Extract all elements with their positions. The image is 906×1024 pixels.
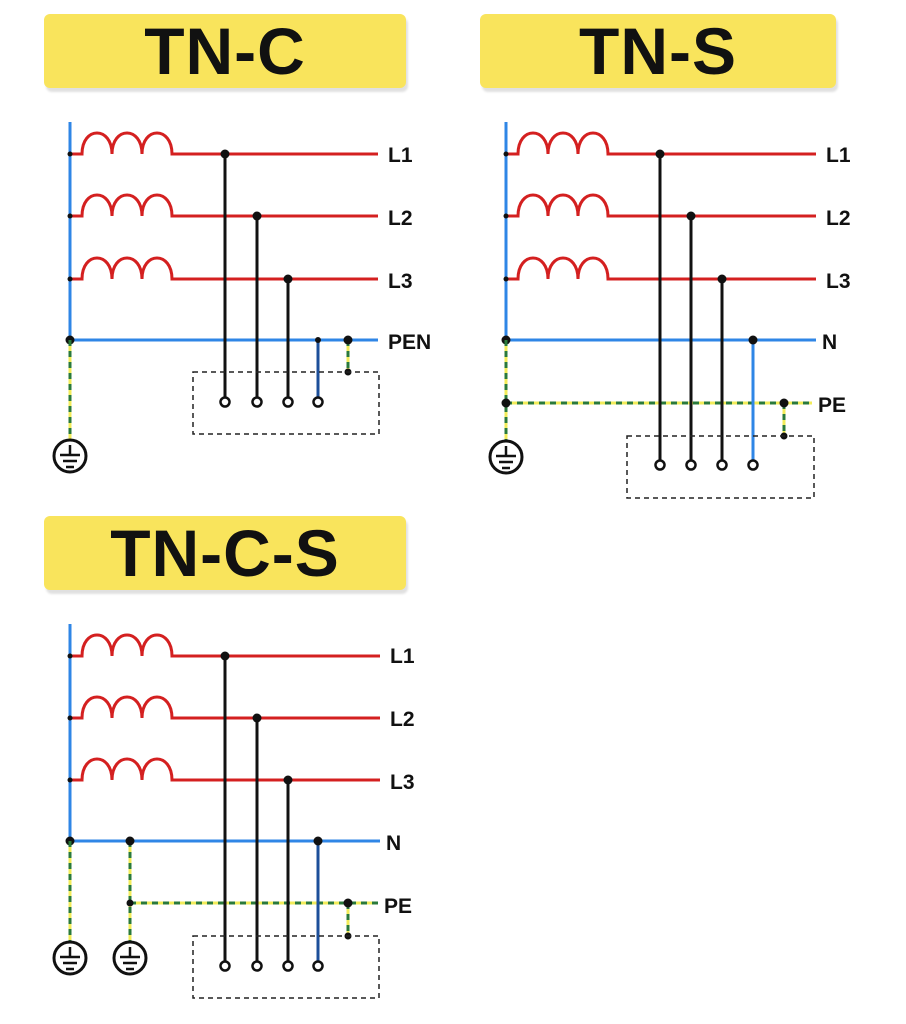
- label-tns-pe: PE: [818, 394, 846, 417]
- title-tn-c: TN-C: [44, 14, 406, 88]
- transformer-coil-icon: [74, 633, 202, 658]
- tns-consumer-box: [626, 435, 815, 499]
- title-tn-c-s: TN-C-S: [44, 516, 406, 590]
- tncs-bus-dot: [67, 715, 73, 721]
- ground-symbol-icon: [112, 940, 148, 976]
- title-tn-s: TN-S: [480, 14, 836, 88]
- label-tncs-pe: PE: [384, 895, 412, 918]
- terminal-icon: [654, 459, 666, 471]
- transformer-coil-icon: [74, 695, 202, 720]
- terminal-icon: [685, 459, 697, 471]
- label-tncs-l2: L2: [390, 708, 415, 731]
- tncs-junction-dot: [220, 651, 230, 661]
- ground-symbol-icon: [52, 438, 88, 474]
- label-tnc-l3: L3: [388, 270, 413, 293]
- tnc-bus-dot: [67, 151, 73, 157]
- tncs-bus-dot: [67, 653, 73, 659]
- tnc-bus-dot: [67, 213, 73, 219]
- tns-junction-dot: [748, 335, 758, 345]
- tnc-junction-dot: [252, 211, 262, 221]
- transformer-coil-icon: [510, 256, 638, 281]
- tnc-consumer-box: [192, 371, 380, 435]
- tnc-junction-dot: [343, 335, 353, 345]
- label-tns-n: N: [822, 331, 837, 354]
- terminal-icon: [716, 459, 728, 471]
- tncs-junction-dot: [343, 898, 353, 908]
- tnc-junction-dot: [315, 337, 321, 343]
- transformer-coil-icon: [74, 757, 202, 782]
- terminal-icon: [219, 396, 231, 408]
- tns-junction-dot: [501, 398, 511, 408]
- label-tns-l3: L3: [826, 270, 851, 293]
- label-tns-l1: L1: [826, 144, 851, 167]
- tns-bus-dot: [503, 151, 509, 157]
- tncs-consumer-box: [192, 935, 380, 999]
- terminal-icon: [312, 396, 324, 408]
- terminal-icon: [251, 960, 263, 972]
- transformer-coil-icon: [74, 256, 202, 281]
- label-tnc-l2: L2: [388, 207, 413, 230]
- tns-bus-dot: [503, 213, 509, 219]
- transformer-coil-icon: [74, 193, 202, 218]
- label-tns-l2: L2: [826, 207, 851, 230]
- tncs-junction-dot: [313, 836, 323, 846]
- label-tnc-l1: L1: [388, 144, 413, 167]
- label-tncs-n: N: [386, 832, 401, 855]
- tnc-junction-dot: [283, 274, 293, 284]
- tns-junction-dot: [655, 149, 665, 159]
- tns-bus-dot: [503, 276, 509, 282]
- label-tncs-l1: L1: [390, 645, 415, 668]
- tncs-junction-dot: [125, 836, 135, 846]
- label-tncs-l3: L3: [390, 771, 415, 794]
- transformer-coil-icon: [510, 193, 638, 218]
- tncs-bus-dot: [67, 777, 73, 783]
- transformer-coil-icon: [74, 131, 202, 156]
- terminal-icon: [282, 960, 294, 972]
- terminal-icon: [219, 960, 231, 972]
- terminal-icon: [747, 459, 759, 471]
- terminal-icon: [312, 960, 324, 972]
- tns-junction-dot: [779, 398, 789, 408]
- tncs-junction-dot: [252, 713, 262, 723]
- tncs-junction-dot: [283, 775, 293, 785]
- tns-junction-dot: [717, 274, 727, 284]
- tnc-bus-dot: [67, 276, 73, 282]
- tns-junction-dot: [686, 211, 696, 221]
- ground-symbol-icon: [52, 940, 88, 976]
- label-tnc-pen: PEN: [388, 331, 431, 354]
- terminal-icon: [282, 396, 294, 408]
- tnc-junction-dot: [220, 149, 230, 159]
- terminal-icon: [251, 396, 263, 408]
- transformer-coil-icon: [510, 131, 638, 156]
- tncs-junction-dot: [126, 899, 134, 907]
- ground-symbol-icon: [488, 439, 524, 475]
